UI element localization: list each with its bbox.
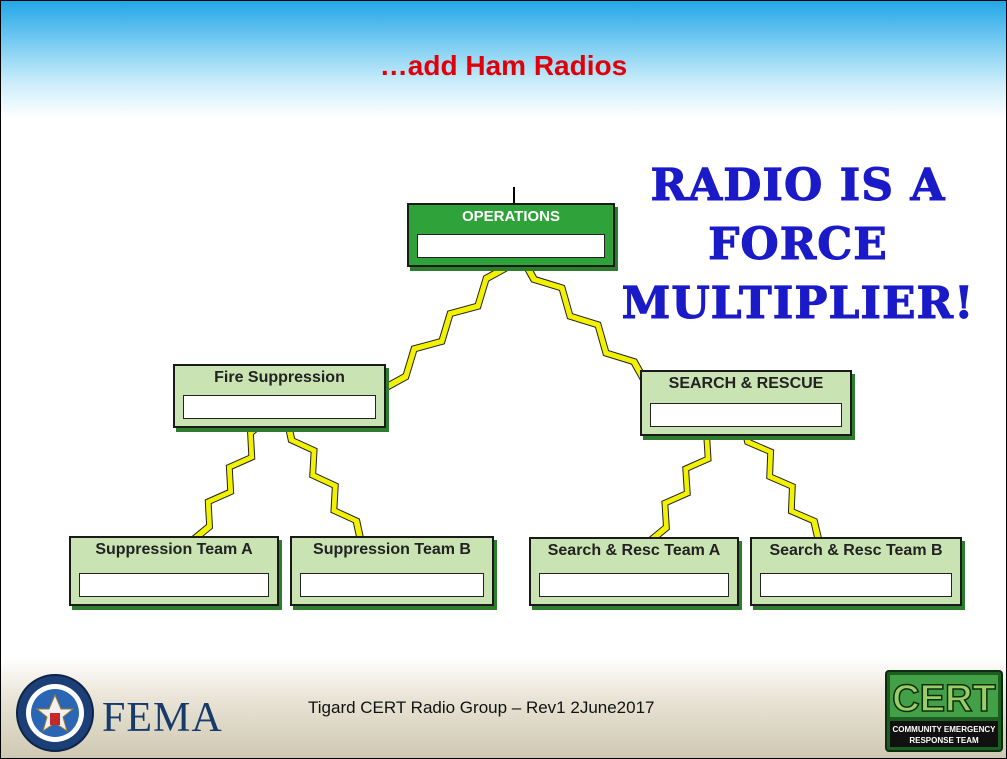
suppression-team-a-field (79, 573, 269, 597)
fire-suppression-box: Fire Suppression (173, 364, 386, 428)
bolt-sar-srtb-icon (739, 418, 823, 545)
cert-tagline-1: COMMUNITY EMERGENCY (893, 725, 997, 734)
search-resc-team-a-box: Search & Resc Team A (529, 537, 739, 606)
fire-suppression-field (183, 395, 376, 419)
cert-tagline-2: RESPONSE TEAM (909, 736, 979, 745)
search-resc-team-a-label: Search & Resc Team A (547, 542, 721, 559)
cert-logo-text: CERT (892, 678, 995, 720)
search-resc-team-b-field (760, 573, 952, 597)
bolt-fire-sta-icon (189, 416, 271, 543)
slide-title: …add Ham Radios (379, 50, 628, 81)
suppression-team-b-box: Suppression Team B (290, 536, 494, 606)
header-band (1, 1, 1006, 119)
operations-field (417, 234, 605, 258)
search-resc-team-b-box: Search & Resc Team B (750, 537, 962, 606)
footer-text: Tigard CERT Radio Group – Rev1 2June2017 (308, 698, 655, 717)
slogan-line-3: Multiplier! (621, 278, 975, 330)
suppression-team-a-box: Suppression Team A (69, 536, 279, 606)
slogan-line-2: Force (708, 219, 888, 271)
dhs-seal-icon (16, 674, 94, 752)
operations-box: OPERATIONS (407, 203, 615, 267)
bolt-fire-stb-icon (283, 416, 365, 545)
search-resc-team-a-field (539, 573, 729, 597)
slogan-line-1: Radio is a (650, 160, 946, 212)
bolt-ops-sar-icon (517, 252, 651, 389)
fema-logo-text: FEMA (102, 695, 223, 741)
suppression-team-b-field (300, 573, 484, 597)
lightning-bolts (189, 252, 823, 545)
fire-suppression-label: Fire Suppression (214, 369, 345, 386)
search-rescue-label: SEARCH & RESCUE (668, 375, 824, 392)
suppression-team-b-label: Suppression Team B (313, 541, 471, 558)
bolt-sar-srta-icon (646, 418, 727, 544)
footer-band (1, 658, 1006, 758)
operations-label: OPERATIONS (461, 208, 561, 225)
search-rescue-field (650, 403, 842, 427)
cert-logo: CERT COMMUNITY EMERGENCY RESPONSE TEAM (885, 670, 1003, 752)
slogan: Radio is a Force Multiplier! (613, 156, 983, 333)
bolt-ops-fire-icon (379, 262, 513, 393)
search-resc-team-b-label: Search & Resc Team B (769, 542, 943, 559)
suppression-team-a-label: Suppression Team A (95, 541, 253, 558)
search-rescue-box: SEARCH & RESCUE (640, 370, 852, 436)
